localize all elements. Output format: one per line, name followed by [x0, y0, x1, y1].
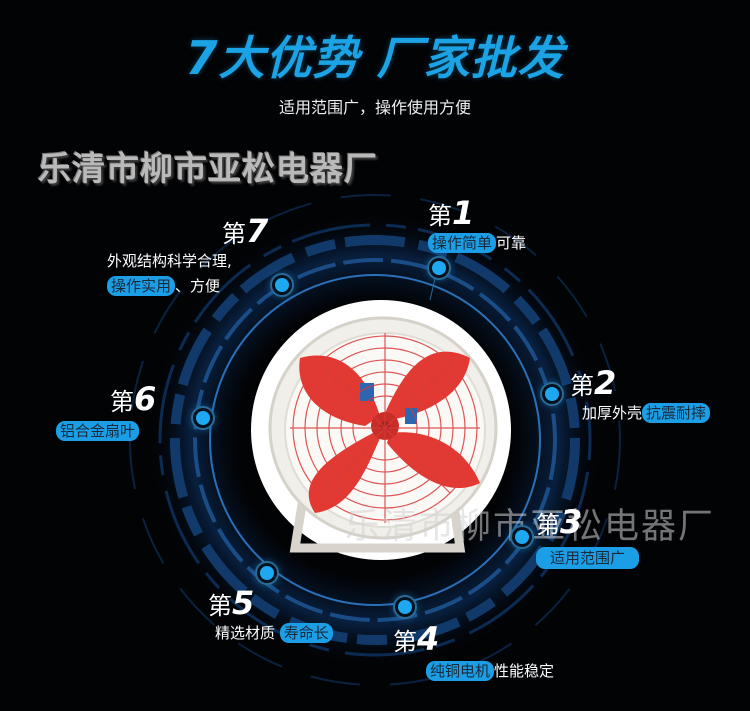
feature-4-highlight: 纯铜电机 — [426, 661, 495, 681]
feature-6-marker — [196, 411, 210, 425]
feature-7-line1: 外观结构科学合理, — [107, 252, 232, 270]
feature-1-highlight: 操作简单 — [428, 233, 497, 253]
fan-product-image — [268, 316, 498, 553]
feature-6-number: 第6 — [110, 380, 157, 418]
feature-5-text: 精选材质 — [215, 624, 276, 642]
feature-4-number: 第4 — [393, 620, 440, 658]
feature-1-text: 可靠 — [496, 234, 527, 252]
feature-3-number: 第3 — [536, 503, 583, 541]
feature-3-highlight: 适用范围广 — [536, 547, 640, 569]
feature-1-number: 第1 — [428, 194, 475, 232]
feature-4-text: 性能稳定 — [494, 662, 555, 680]
feature-7-text: 、方便 — [175, 277, 221, 295]
feature-4: 第4 纯铜电机性能稳定 — [393, 620, 554, 681]
feature-2-text: 加厚外壳 — [582, 404, 643, 422]
feature-7-highlight: 操作实用 — [107, 276, 176, 296]
company-name: 乐清市柳市亚松电器厂 — [38, 149, 378, 188]
feature-2: 第2 加厚外壳抗震耐摔 — [570, 364, 711, 423]
feature-6: 第6 铝合金扇叶 — [56, 380, 156, 441]
feature-4-marker — [398, 600, 412, 614]
feature-5-highlight: 寿命长 — [279, 623, 333, 643]
subheadline: 适用范围广，操作使用方便 — [278, 98, 471, 117]
headline: 7大优势 厂家批发 — [185, 31, 565, 85]
feature-2-marker — [545, 387, 559, 401]
feature-7: 第7 外观结构科学合理, 操作实用、方便 — [107, 212, 268, 296]
feature-3-marker — [515, 530, 529, 544]
watermark: 乐清市柳市亚松电器厂 — [345, 507, 716, 547]
feature-1: 第1 操作简单可靠 — [428, 194, 526, 253]
feature-5-marker — [260, 566, 274, 580]
feature-2-number: 第2 — [570, 364, 617, 402]
feature-6-highlight: 铝合金扇叶 — [56, 421, 140, 441]
feature-1-marker — [432, 261, 446, 275]
feature-5-number: 第5 — [208, 584, 255, 622]
feature-7-marker — [275, 278, 289, 292]
feature-3: 第3 适用范围广 — [536, 503, 640, 569]
feature-5: 第5 精选材质 寿命长 — [208, 584, 333, 643]
feature-7-number: 第7 — [222, 212, 269, 250]
feature-2-highlight: 抗震耐摔 — [642, 403, 711, 423]
